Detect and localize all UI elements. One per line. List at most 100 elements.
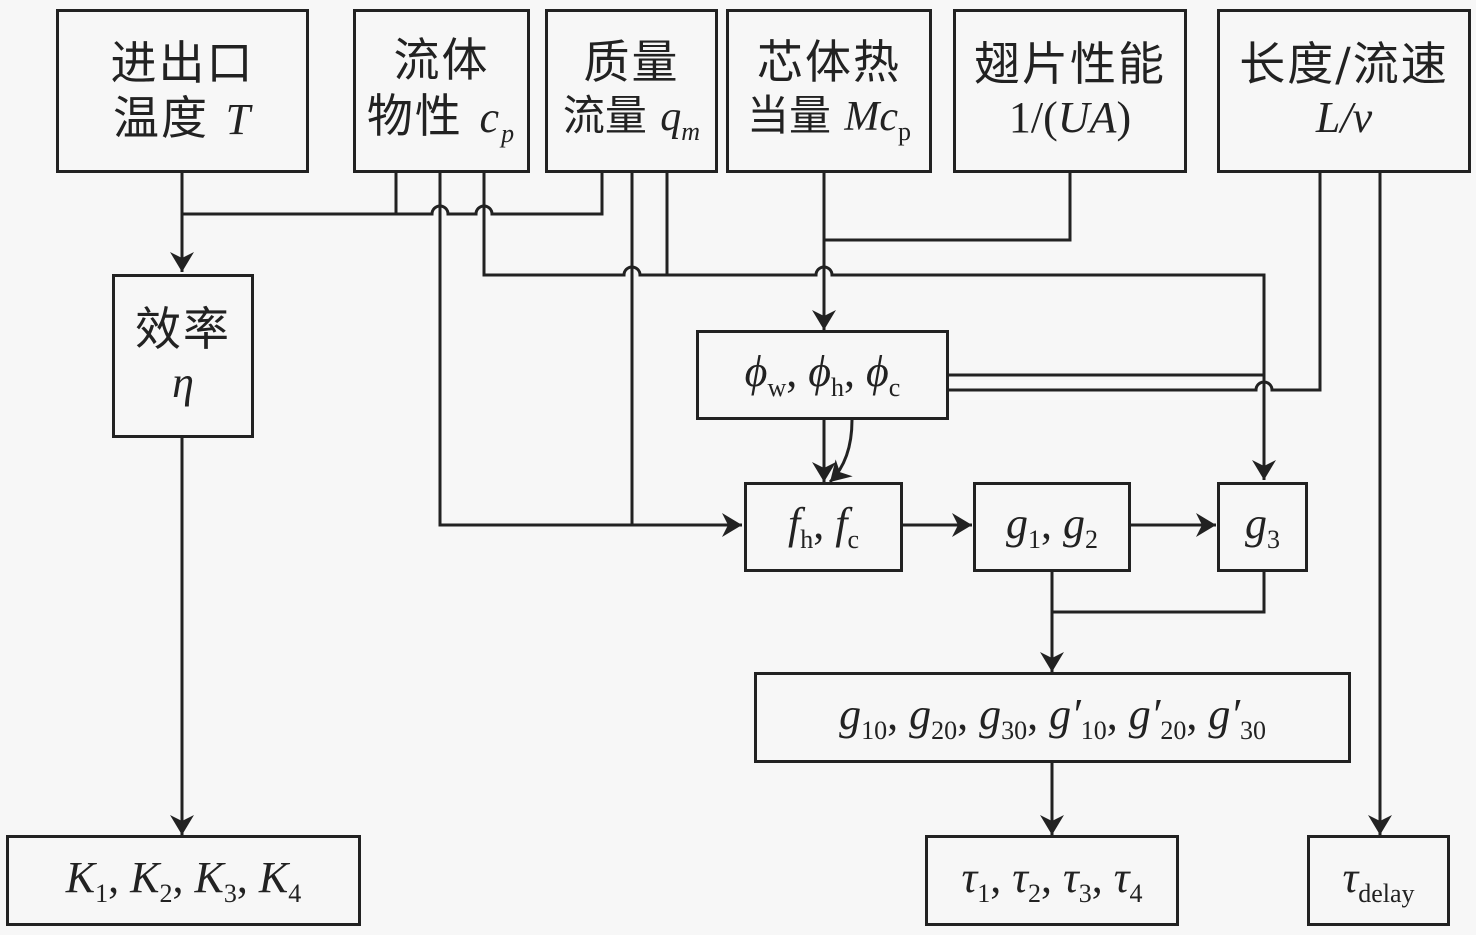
symbol-0: τ xyxy=(961,852,978,902)
separator: , xyxy=(108,852,131,902)
subscript-3: 4 xyxy=(288,878,302,908)
subscript-2: 3 xyxy=(1078,878,1092,908)
label-line1: 芯体热 xyxy=(757,35,901,90)
symbol-0: f xyxy=(787,499,801,549)
subscript-0: 1 xyxy=(1028,525,1041,555)
node-tau-delay: τdelay xyxy=(1307,835,1450,926)
symbol-0: ϕ xyxy=(744,347,768,397)
separator: , xyxy=(1041,499,1063,549)
label-line1: 翅片性能 xyxy=(974,37,1166,91)
subscript-2: 30 xyxy=(1001,715,1028,745)
suffix: ) xyxy=(1116,93,1132,143)
label-line2: 当量 xyxy=(747,90,845,140)
symbol-3: K xyxy=(258,852,289,902)
edge-g3-g0 xyxy=(1052,570,1266,614)
separator: , xyxy=(1027,689,1050,739)
node-tau-constants: τ1, τ2, τ3, τ4 xyxy=(925,835,1179,926)
edge-bus-efficiency xyxy=(182,172,604,216)
separator: , xyxy=(813,499,836,549)
symbol-4: g′ xyxy=(1128,689,1161,739)
separator: , xyxy=(887,689,910,739)
symbol-1: g xyxy=(1063,499,1085,549)
edge-cp-f xyxy=(438,172,742,537)
node-efficiency: 效率 η xyxy=(112,274,254,438)
subscript: p xyxy=(501,118,517,148)
edge-lv-phi xyxy=(948,172,1322,392)
prefix: 1/( xyxy=(1008,93,1058,143)
label-line1: 质量 xyxy=(583,35,680,90)
edge-ua-phi xyxy=(824,172,1072,242)
node-g3: g3 xyxy=(1217,482,1308,572)
separator: , xyxy=(1106,689,1129,739)
node-f: fh, fc xyxy=(744,482,903,572)
symbol: η xyxy=(172,358,194,408)
symbol: L/v xyxy=(1315,93,1373,143)
separator: , xyxy=(786,347,809,397)
subscript-1: 2 xyxy=(1028,878,1041,908)
symbol: q xyxy=(660,93,682,140)
symbol: Mc xyxy=(844,93,898,140)
label-line1: 流体 xyxy=(393,33,490,88)
subscript-0: h xyxy=(800,525,814,555)
node-mass-flow: 质量 流量 qm xyxy=(545,9,718,173)
node-g12: g1, g2 xyxy=(973,482,1131,572)
subscript-5: 30 xyxy=(1239,715,1266,745)
node-fin-performance: 翅片性能 1/(UA) xyxy=(953,9,1187,173)
subscript-0: delay xyxy=(1358,878,1415,908)
symbol: T xyxy=(225,94,253,144)
symbol-0: g xyxy=(1245,499,1267,549)
node-inlet-outlet-temperature: 进出口 温度 T xyxy=(56,9,309,173)
label-line1: 效率 xyxy=(135,302,231,356)
symbol-0: K xyxy=(65,852,96,902)
node-phi: ϕw, ϕh, ϕc xyxy=(696,330,949,420)
symbol-5: g′ xyxy=(1208,689,1240,739)
subscript-2: 3 xyxy=(223,878,237,908)
symbol-0: τ xyxy=(1342,852,1359,902)
subscript-0: 1 xyxy=(95,878,109,908)
subscript-0: w xyxy=(767,373,787,403)
subscript-1: 20 xyxy=(931,715,958,745)
symbol-1: g xyxy=(909,689,932,739)
subscript-2: c xyxy=(888,373,901,403)
subscript-0: 1 xyxy=(977,878,991,908)
symbol-2: K xyxy=(194,852,224,902)
label-line1: 长度/流速 xyxy=(1239,37,1449,91)
symbol-1: ϕ xyxy=(808,347,831,397)
separator: , xyxy=(844,347,866,397)
separator: , xyxy=(1041,852,1063,902)
label-line1: 进出口 xyxy=(110,35,255,90)
subscript-4: 20 xyxy=(1160,715,1187,745)
subscript: p xyxy=(898,116,911,146)
subscript-1: 2 xyxy=(159,878,173,908)
subscript-1: c xyxy=(847,525,859,555)
subscript-3: 10 xyxy=(1080,715,1107,745)
node-fluid-property: 流体 物性 cp xyxy=(353,9,530,173)
subscript-0: 3 xyxy=(1267,525,1280,555)
node-length-velocity: 长度/流速 L/v xyxy=(1217,9,1471,173)
symbol-3: τ xyxy=(1113,852,1130,902)
node-core-heat-equivalent: 芯体热 当量 Mcp xyxy=(726,9,932,173)
symbol: UA xyxy=(1057,93,1117,143)
symbol-1: τ xyxy=(1012,852,1028,902)
symbol-2: τ xyxy=(1063,852,1079,902)
symbol-3: g′ xyxy=(1049,689,1081,739)
separator: , xyxy=(957,689,980,739)
symbol-0: g xyxy=(839,689,862,739)
subscript-1: h xyxy=(831,373,844,403)
separator: , xyxy=(1186,689,1209,739)
symbol-1: K xyxy=(130,852,160,902)
label-line2: 物性 xyxy=(366,88,480,143)
subscript-0: 10 xyxy=(861,715,888,745)
label-line2: 温度 xyxy=(112,90,226,145)
symbol: c xyxy=(479,92,502,142)
symbol-1: f xyxy=(835,499,848,549)
separator: , xyxy=(236,852,259,902)
edge-cp-g3 xyxy=(482,172,1276,480)
subscript-1: 2 xyxy=(1085,525,1098,555)
node-k-gains: K1, K2, K3, K4 xyxy=(6,835,361,926)
label-line2: 流量 xyxy=(562,90,661,140)
symbol-0: g xyxy=(1006,499,1028,549)
symbol-2: g xyxy=(979,689,1002,739)
separator: , xyxy=(990,852,1013,902)
